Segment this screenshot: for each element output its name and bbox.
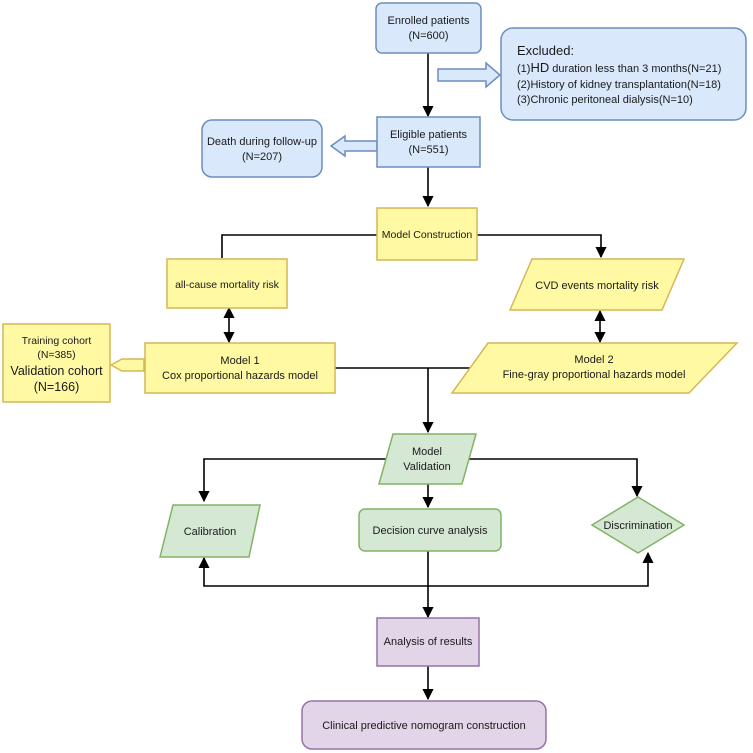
death-line2: (N=207)	[242, 151, 282, 163]
excluded-item2: (2)History of kidney transplantation(N=1…	[517, 79, 721, 91]
node-discrimination: Discrimination	[590, 496, 686, 554]
eligible-line1: Eligible patients	[390, 129, 468, 141]
model1-line2: Cox proportional hazards model	[162, 370, 318, 382]
node-eligible-patients: Eligible patients (N=551)	[376, 116, 481, 168]
node-decision-curve-analysis: Decision curve analysis	[358, 508, 502, 552]
arrow-merge-to-discrimination	[428, 551, 654, 587]
cvd-label: CVD events mortality risk	[535, 280, 659, 292]
death-line1: Death during follow-up	[207, 136, 317, 148]
model2-line1: Model 2	[574, 354, 613, 366]
node-death-during-follow-up: Death during follow-up (N=207)	[201, 119, 323, 178]
node-model-2: Model 2 Fine-gray proportional hazards m…	[450, 342, 739, 394]
training-cohort-n: (N=385)	[37, 349, 75, 361]
excluded-title: Excluded:	[517, 43, 574, 58]
enrolled-line1: Enrolled patients	[388, 15, 470, 27]
validation-line2: Validation	[403, 461, 451, 473]
training-cohort-label: Training cohort	[22, 335, 92, 347]
node-excluded: Excluded: (1)HD duration less than 3 mon…	[500, 27, 747, 121]
node-model-construction: Model Construction	[376, 207, 478, 261]
node-nomogram-construction: Clinical predictive nomogram constructio…	[301, 700, 547, 750]
arrow-validation-to-calibration	[198, 458, 390, 503]
model-construction-label: Model Construction	[382, 229, 473, 241]
node-model-1: Model 1 Cox proportional hazards model	[144, 342, 336, 394]
node-enrolled-patients: Enrolled patients (N=600)	[375, 2, 482, 54]
dca-label: Decision curve analysis	[373, 525, 488, 537]
block-arrow-to-excluded	[437, 61, 502, 89]
connectors	[198, 53, 654, 701]
arrow-merge-to-calibration	[198, 556, 428, 587]
calibration-label: Calibration	[184, 526, 237, 538]
connector-construction-to-allcause	[221, 234, 377, 258]
nomogram-label: Clinical predictive nomogram constructio…	[322, 720, 526, 732]
analysis-label: Analysis of results	[384, 636, 473, 648]
model1-line1: Model 1	[220, 355, 259, 367]
discrimination-label: Discrimination	[603, 520, 672, 532]
node-model-validation: Model Validation	[378, 433, 477, 485]
validation-cohort-label: Validation cohort	[10, 364, 103, 378]
node-analysis-of-results: Analysis of results	[376, 617, 480, 667]
node-cvd-events-mortality-risk: CVD events mortality risk	[508, 258, 686, 311]
excluded-item1: (1)HD duration less than 3 months(N=21)	[517, 60, 721, 75]
node-calibration: Calibration	[159, 504, 261, 558]
block-arrow-to-death	[329, 134, 378, 158]
validation-line1: Model	[412, 446, 442, 458]
excluded-item3: (3)Chronic peritoneal dialysis(N=10)	[517, 94, 693, 106]
arrow-construction-to-cvd	[477, 234, 607, 259]
model2-line2: Fine-gray proportional hazards model	[503, 369, 686, 381]
validation-cohort-n: (N=166)	[34, 380, 80, 394]
node-cohorts: Training cohort (N=385) Validation cohor…	[2, 323, 111, 403]
arrow-validation-to-discrimination	[468, 458, 643, 498]
node-all-cause-mortality-risk: all-cause mortality risk	[166, 258, 288, 309]
block-arrow-to-cohort	[109, 358, 145, 372]
allcause-label: all-cause mortality risk	[175, 279, 280, 291]
eligible-line2: (N=551)	[408, 144, 448, 156]
enrolled-line2: (N=600)	[408, 30, 448, 42]
